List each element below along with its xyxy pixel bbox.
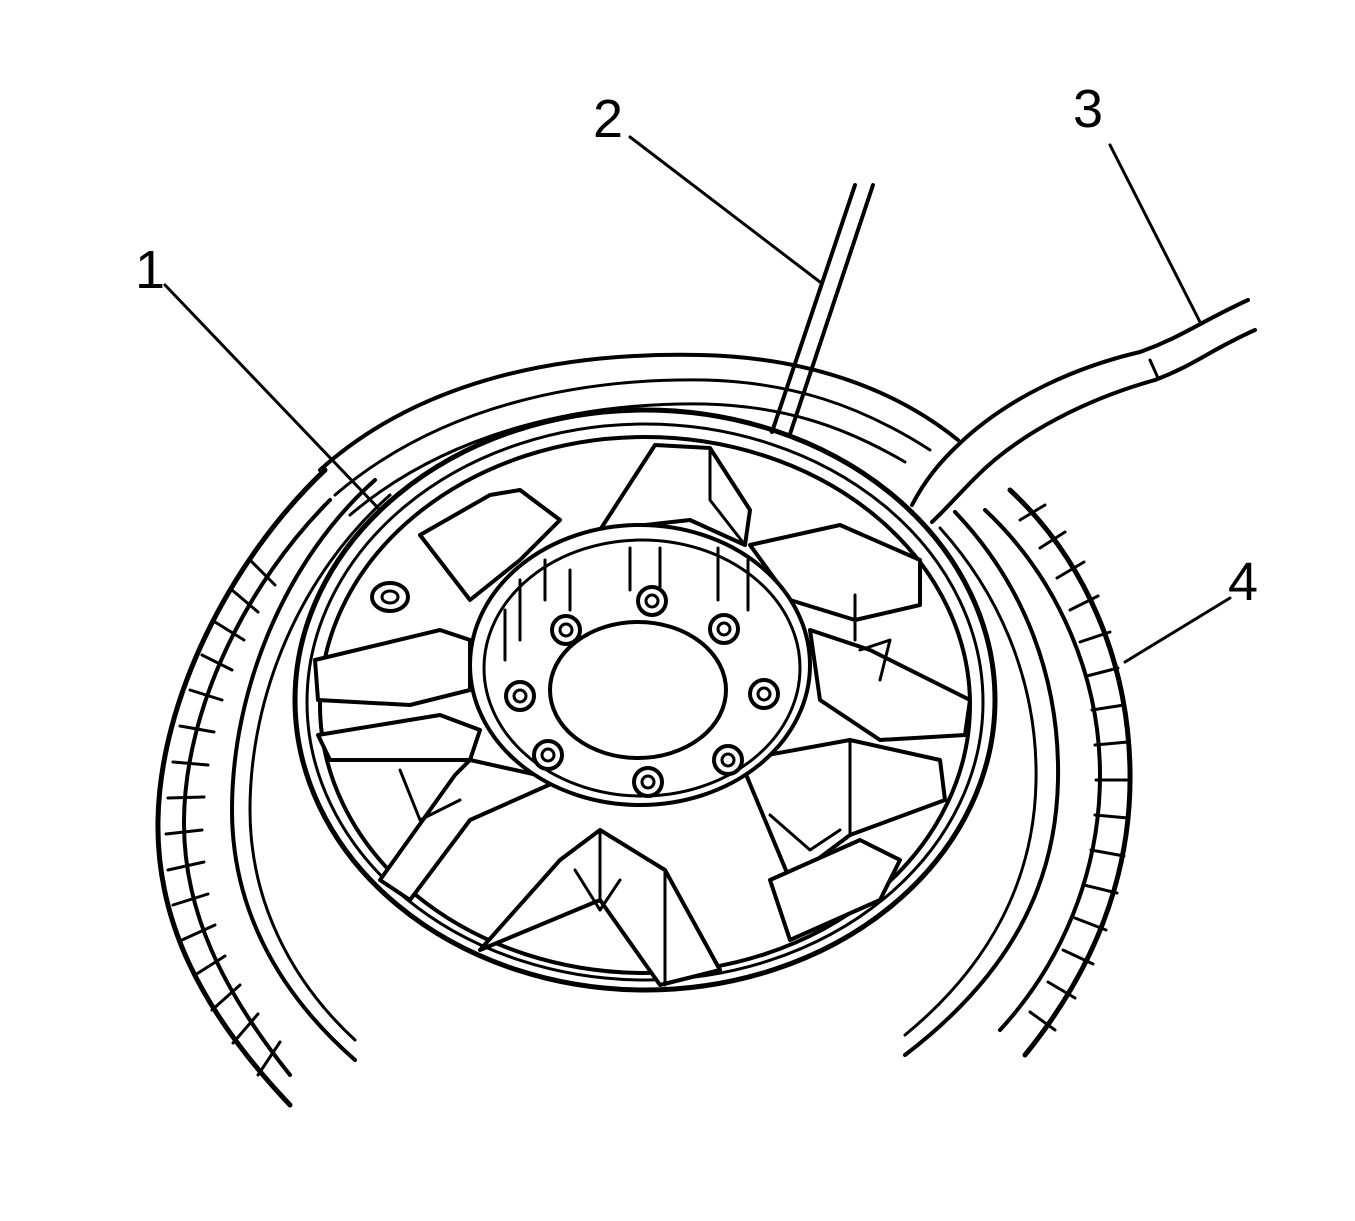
- lug-holes: [504, 585, 780, 798]
- callout-2: 2: [593, 89, 623, 149]
- callout-1: 1: [135, 240, 165, 300]
- tire-lever-3: [910, 298, 1257, 524]
- wheel-hub: [468, 523, 812, 807]
- leader-1: [163, 283, 382, 512]
- tire: [155, 352, 1133, 1108]
- leader-3: [1108, 143, 1202, 324]
- leader-2: [628, 135, 822, 284]
- callout-leaders: [163, 135, 1232, 664]
- wheel-rim: [292, 407, 998, 993]
- callout-4: 4: [1228, 552, 1258, 612]
- tool-bar-2: [770, 183, 875, 436]
- leader-4: [1123, 596, 1232, 664]
- callout-labels: 1 2 3 4: [135, 79, 1258, 612]
- callout-3: 3: [1073, 79, 1103, 139]
- valve-stem: [370, 581, 410, 613]
- wheel-spokes: [313, 443, 972, 987]
